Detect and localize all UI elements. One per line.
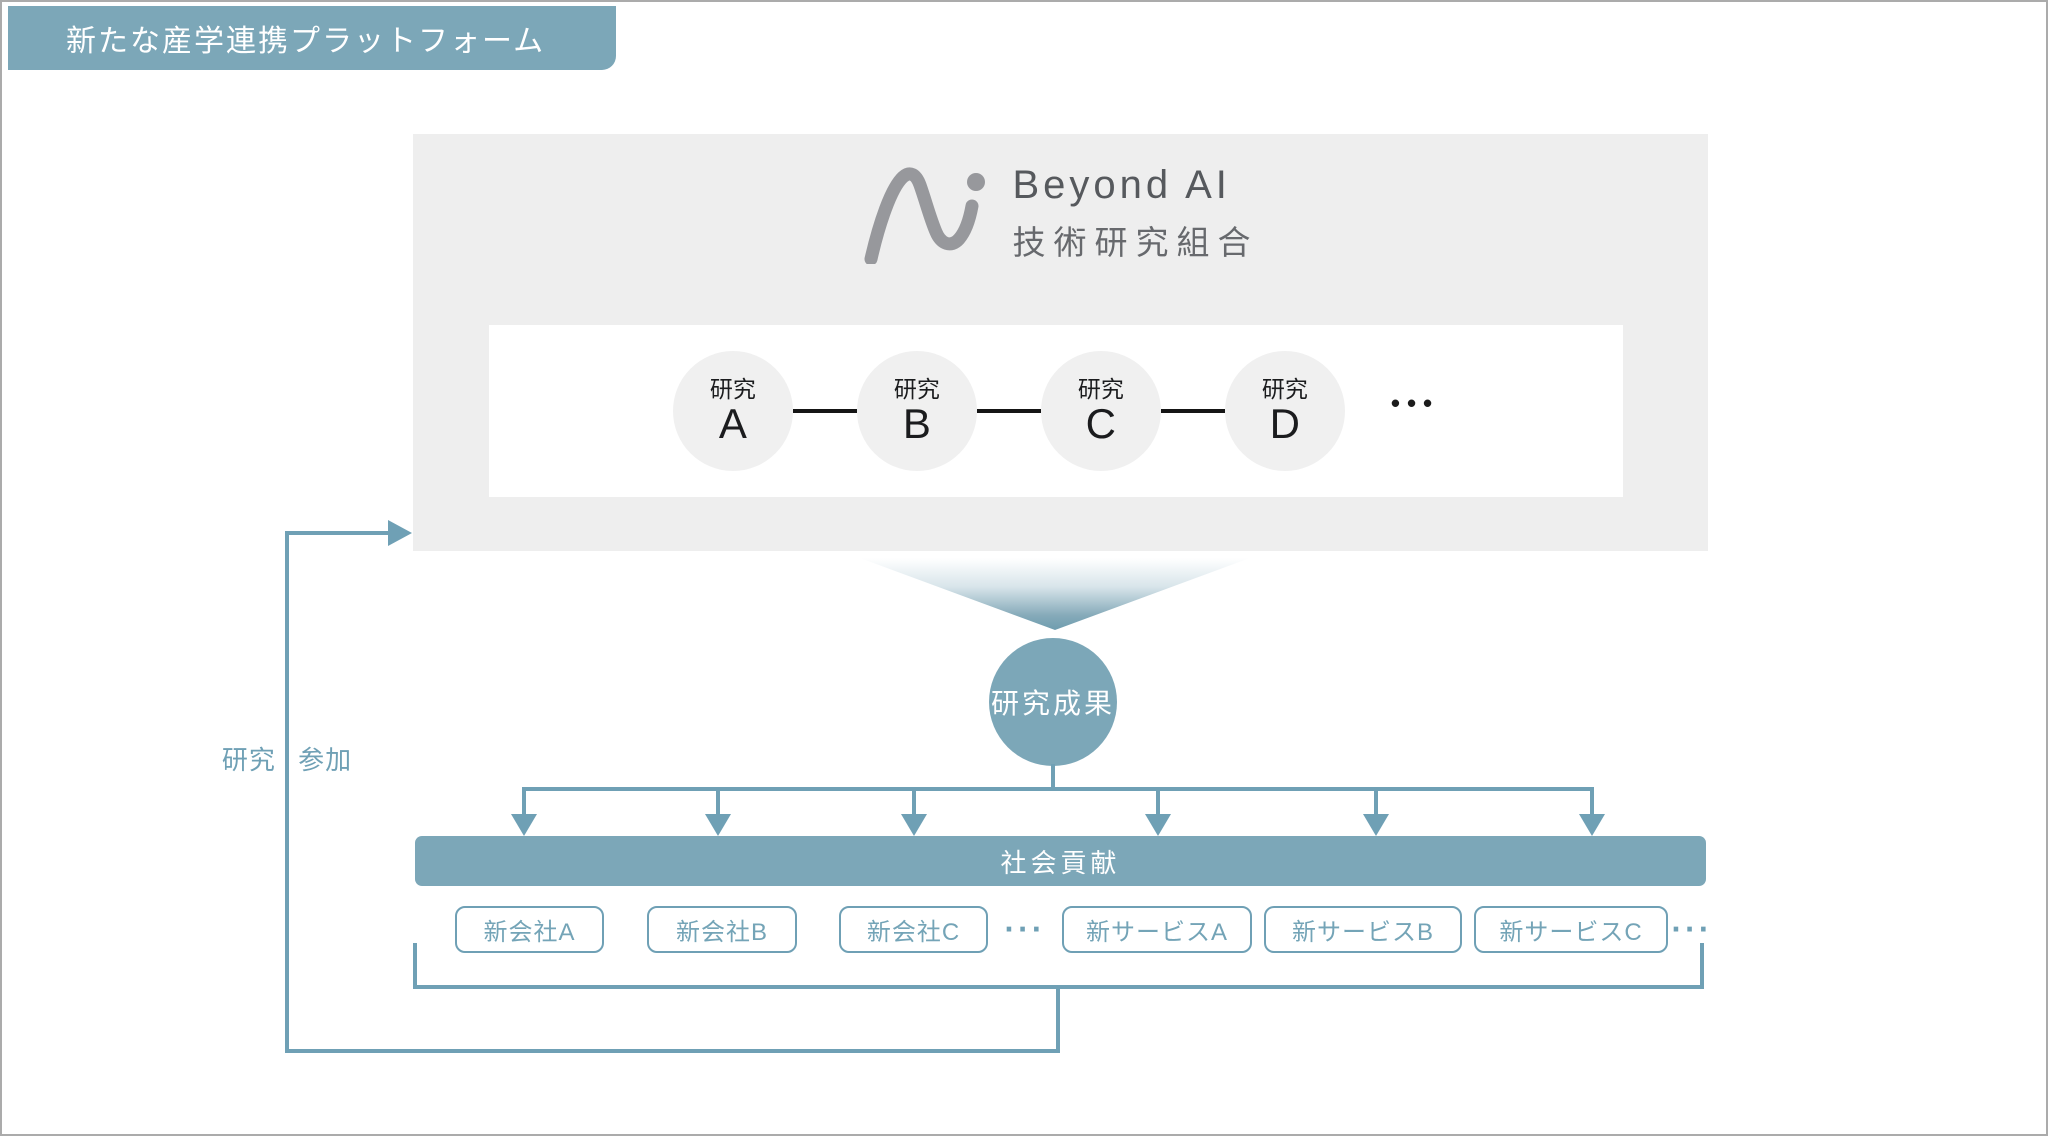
node-category: 研究	[709, 375, 756, 402]
outcome-box-service-a: 新サービスA	[1062, 906, 1252, 953]
research-node-c: 研究 C	[1040, 351, 1161, 471]
organization-panel: Beyond AI 技術研究組合 研究 A 研究 B 研究 C 研究	[413, 134, 1708, 551]
node-category: 研究	[893, 375, 940, 402]
research-track: 研究 A 研究 B 研究 C 研究 D •••	[489, 325, 1623, 497]
branch-arrowhead-icon	[1145, 814, 1171, 836]
feedback-top-line	[285, 531, 389, 535]
node-letter: B	[902, 400, 931, 448]
node-letter: D	[1269, 400, 1301, 448]
social-contribution-label: 社会貢献	[1000, 847, 1121, 878]
node-letter: A	[718, 400, 747, 448]
branch-arrow-stem	[1374, 787, 1378, 817]
node-connector	[976, 409, 1041, 413]
outcome-label: 新会社A	[483, 919, 576, 946]
outcome-label: 新会社B	[675, 919, 768, 946]
logo-subtitle: 技術研究組合	[1012, 223, 1259, 261]
outcome-box-service-c: 新サービスC	[1474, 906, 1668, 953]
branch-arrow-stem	[716, 787, 720, 817]
branch-arrowhead-icon	[901, 814, 927, 836]
branch-arrow-stem	[522, 787, 526, 817]
branch-arrowhead-icon	[1363, 814, 1389, 836]
branch-arrowhead-icon	[705, 814, 731, 836]
branch-arrow-stem	[912, 787, 916, 817]
branch-arrow-stem	[1590, 787, 1594, 817]
feedback-label-text: 研究 参加	[221, 745, 353, 775]
research-node-b: 研究 B	[856, 351, 977, 471]
research-node-a: 研究 A	[672, 351, 793, 471]
outcome-ellipsis: ···	[998, 906, 1052, 953]
feedback-bottom-line	[285, 1049, 1060, 1053]
outcome-box-company-b: 新会社B	[647, 906, 797, 953]
title-badge: 新たな産学連携プラットフォーム	[8, 6, 616, 70]
bracket-left-tick	[413, 943, 417, 989]
result-stub-line	[1051, 764, 1055, 789]
beyond-ai-logo: Beyond AI 技術研究組合	[863, 162, 1259, 264]
bracket-right-tick	[1700, 943, 1704, 989]
social-contribution-bar: 社会貢献	[415, 836, 1706, 886]
outcome-box-service-b: 新サービスB	[1264, 906, 1462, 953]
logo-text: Beyond AI 技術研究組合	[1013, 163, 1259, 264]
outcome-box-company-c: 新会社C	[839, 906, 988, 953]
outcome-label: 新サービスB	[1291, 919, 1434, 946]
page-title: 新たな産学連携プラットフォーム	[66, 25, 546, 58]
bracket-center-drop	[1056, 987, 1060, 1051]
branch-arrowhead-icon	[511, 814, 537, 836]
funnel-arrow	[860, 558, 1250, 630]
feedback-arrowhead-icon	[388, 520, 412, 546]
outcome-label: 新サービスC	[1499, 919, 1643, 946]
outcome-label: 新会社C	[866, 919, 961, 946]
outcome-box-company-a: 新会社A	[455, 906, 604, 953]
ellipsis-label: ···	[1004, 911, 1046, 947]
branch-line	[522, 787, 1594, 791]
beyond-ai-mark-icon	[864, 167, 985, 264]
research-results-label: 研究成果	[990, 688, 1115, 719]
research-node-d: 研究 D	[1224, 351, 1345, 471]
node-connector	[792, 409, 857, 413]
node-connector	[1160, 409, 1225, 413]
feedback-label: 研究 参加	[162, 740, 412, 777]
outcome-ellipsis: ···	[1670, 906, 1714, 953]
logo-name: Beyond AI	[1012, 162, 1231, 207]
branch-arrowhead-icon	[1579, 814, 1605, 836]
node-category: 研究	[1261, 375, 1308, 402]
more-nodes-ellipsis: •••	[1390, 387, 1440, 418]
feedback-vertical-line	[285, 531, 289, 1053]
ellipsis-label: ···	[1671, 911, 1713, 947]
outcome-label: 新サービスA	[1085, 919, 1228, 946]
node-category: 研究	[1077, 375, 1124, 402]
node-letter: C	[1085, 400, 1117, 448]
branch-arrow-stem	[1156, 787, 1160, 817]
research-results-circle: 研究成果	[989, 638, 1117, 766]
